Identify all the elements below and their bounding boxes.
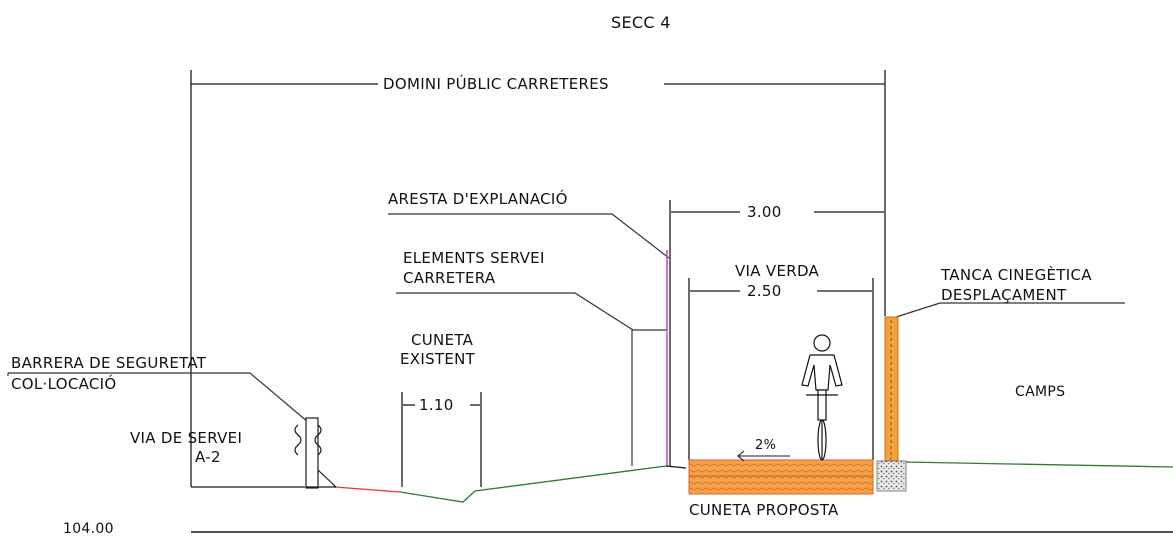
width-3-dimension (669, 200, 884, 466)
green-way-pavement (688, 459, 874, 495)
width-1-1-dimension (401, 392, 482, 487)
domini-label: DOMINI PÚBLIC CARRETERES (381, 75, 611, 93)
tanca-label-1: TANCA CINEGÈTICA (941, 266, 1092, 284)
cuneta-proposta-label: CUNETA PROPOSTA (689, 501, 839, 519)
section-title: SECC 4 (611, 13, 671, 32)
domini-dimension (190, 70, 886, 487)
fence (876, 316, 907, 492)
tanca-label-2: DESPLAÇAMENT (941, 286, 1067, 304)
width-3-label: 3.00 (745, 203, 784, 221)
leader-lines (7, 213, 1125, 423)
aresta-label: ARESTA D'EXPLANACIÓ (388, 190, 568, 208)
elements-label-2: CARRETERA (403, 269, 496, 287)
ground-line (191, 461, 1173, 503)
cuneta-existent-label-2: EXISTENT (400, 350, 476, 368)
barrera-label-2: COL·LOCACIÓ (11, 375, 117, 393)
via-servei-label-1: VIA DE SERVEI (130, 429, 243, 447)
via-servei-label-2: A-2 (195, 448, 221, 466)
barrera-label-1: BARRERA DE SEGURETAT (11, 354, 207, 372)
elevation-label: 104.00 (63, 521, 114, 537)
width-1-1-label: 1.10 (417, 396, 456, 414)
via-verda-label: VIA VERDA (735, 262, 820, 280)
width-2-5-label: 2.50 (745, 282, 784, 300)
safety-barrier (294, 417, 337, 489)
elements-label-1: ELEMENTS SERVEI (403, 249, 545, 267)
slope-label: 2% (755, 438, 777, 453)
cyclist-figure (801, 334, 843, 461)
camps-label: CAMPS (1015, 384, 1066, 400)
cuneta-existent-label-1: CUNETA (411, 331, 474, 349)
width-2-5-dimension (688, 278, 874, 460)
slope-arrow (737, 450, 790, 462)
road-service-elements (631, 329, 667, 466)
